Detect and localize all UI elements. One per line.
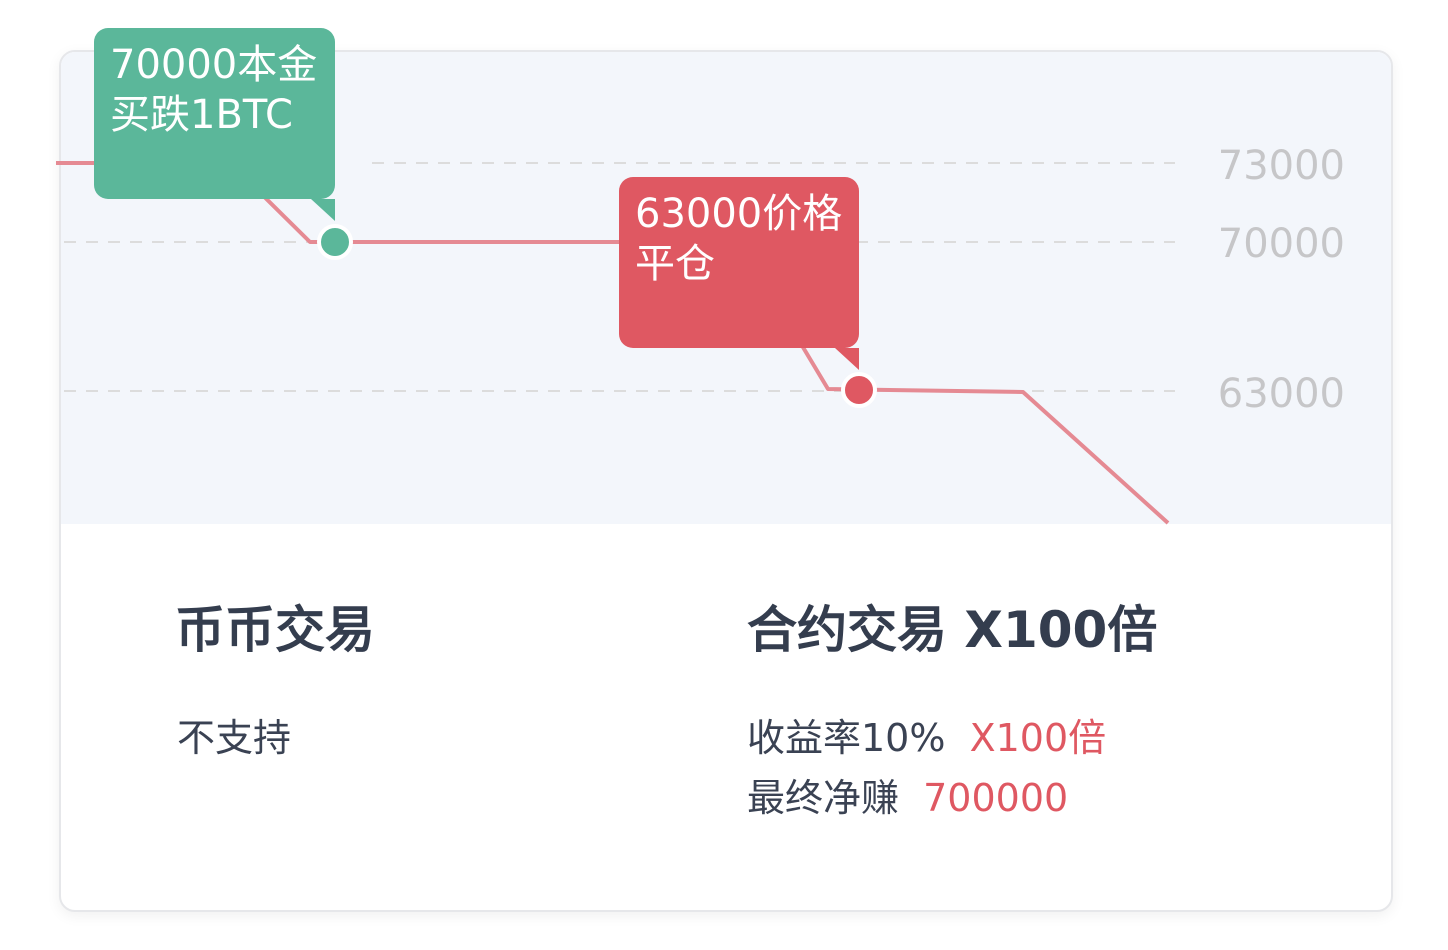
price-line [56, 161, 1170, 525]
spot-trading-text: 不支持 [177, 716, 292, 760]
contract-rate-row: 收益率10% X100倍 [747, 708, 1106, 768]
close-tooltip: 63000价格 平仓 [619, 177, 859, 370]
y-axis-label-63000: 63000 [1217, 371, 1345, 417]
entry-tooltip-line1: 70000本金 [110, 42, 318, 88]
close-tooltip-line1: 63000价格 [635, 191, 843, 237]
close-tooltip-line2: 平仓 [635, 241, 715, 287]
rate-value: X100倍 [969, 716, 1107, 760]
tooltip-tail [311, 199, 335, 221]
tooltip-tail [835, 348, 859, 370]
entry-point [317, 224, 353, 260]
rate-label: 收益率10% [747, 716, 946, 760]
profit-value: 700000 [923, 776, 1069, 820]
y-axis-label-70000: 70000 [1217, 221, 1345, 267]
entry-tooltip-line2: 买跌1BTC [110, 92, 293, 138]
profit-label: 最终净赚 [747, 776, 900, 820]
spot-trading-title: 币币交易 [175, 601, 375, 659]
y-axis-label-73000: 73000 [1217, 143, 1345, 189]
entry-tooltip: 70000本金 买跌1BTC [94, 28, 335, 221]
close-point [841, 372, 877, 408]
contract-profit-row: 最终净赚 700000 [747, 768, 1068, 828]
contract-trading-title: 合约交易 X100倍 [747, 601, 1158, 659]
